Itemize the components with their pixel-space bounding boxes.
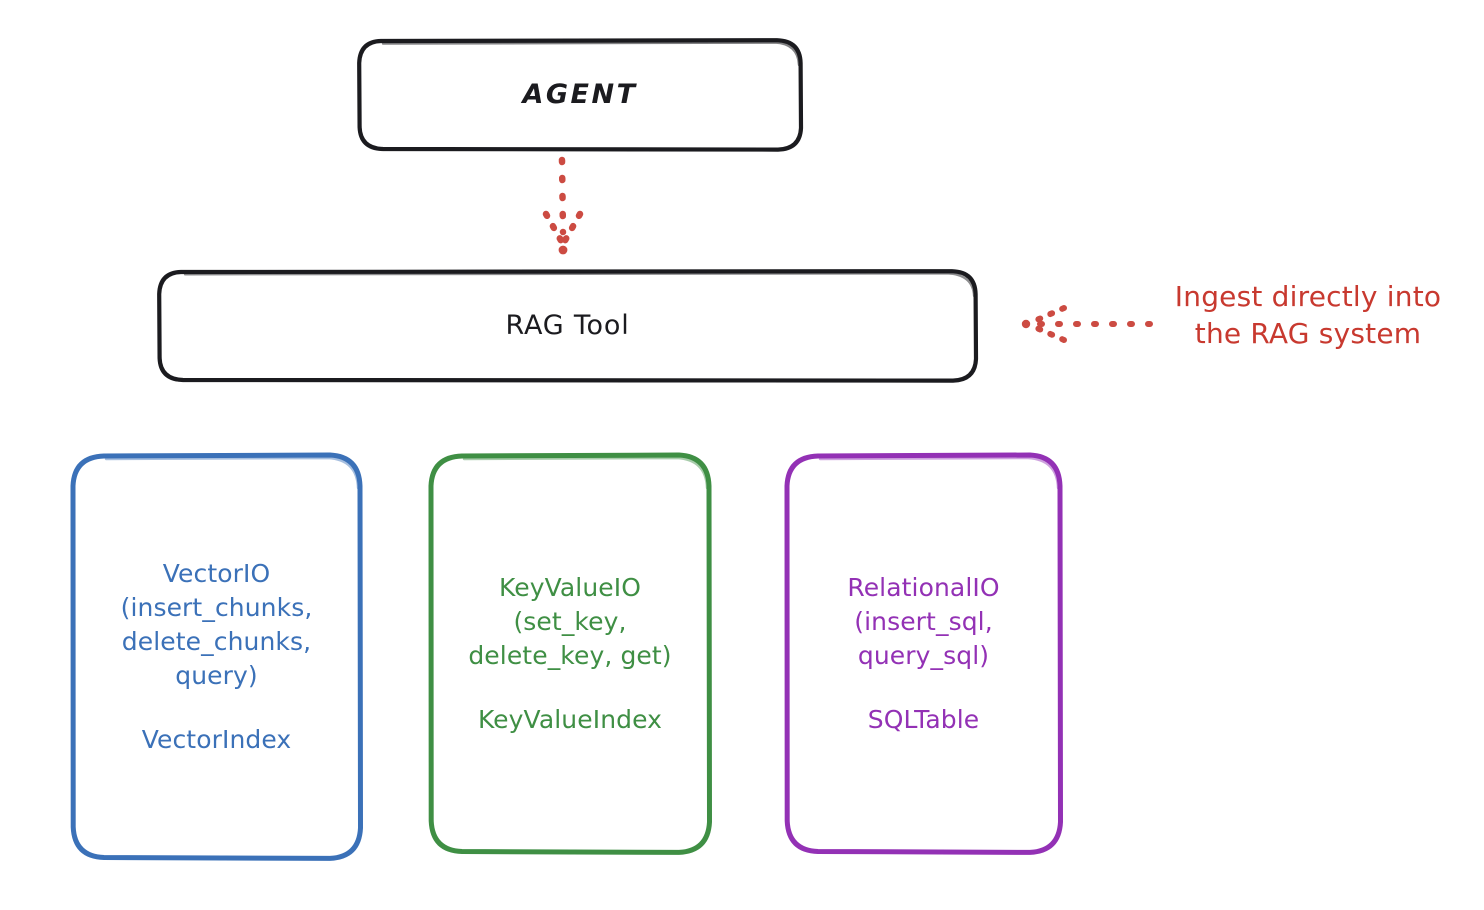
rag-tool-label: RAG Tool xyxy=(505,309,630,341)
agent-node[interactable]: AGENT xyxy=(357,38,804,152)
relational-io-node[interactable]: RelationalIO (insert_sql, query_sql) SQL… xyxy=(784,452,1063,856)
ingest-arrow xyxy=(1021,305,1153,343)
key-value-io-subtitle: KeyValueIndex xyxy=(477,705,663,734)
vector-io-node[interactable]: VectorIO (insert_chunks, delete_chunks, … xyxy=(70,452,363,862)
relational-io-content: RelationalIO (insert_sql, query_sql) SQL… xyxy=(784,571,1063,737)
vector-io-subtitle: VectorIndex xyxy=(141,725,292,754)
relational-io-subtitle: SQLTable xyxy=(867,705,980,734)
key-value-io-node[interactable]: KeyValueIO (set_key, delete_key, get) Ke… xyxy=(428,452,712,856)
rag-tool-node[interactable]: RAG Tool xyxy=(157,269,979,383)
agent-to-rag-arrow xyxy=(542,156,584,255)
key-value-io-title: KeyValueIO (set_key, delete_key, get) xyxy=(468,573,672,670)
ingest-annotation-text: Ingest directly into the RAG system xyxy=(1174,280,1442,351)
vector-io-title: VectorIO (insert_chunks, delete_chunks, … xyxy=(120,559,313,690)
key-value-io-content: KeyValueIO (set_key, delete_key, get) Ke… xyxy=(428,571,712,737)
vector-io-content: VectorIO (insert_chunks, delete_chunks, … xyxy=(70,557,363,757)
agent-label: AGENT xyxy=(522,78,638,110)
relational-io-title: RelationalIO (insert_sql, query_sql) xyxy=(847,573,1000,670)
